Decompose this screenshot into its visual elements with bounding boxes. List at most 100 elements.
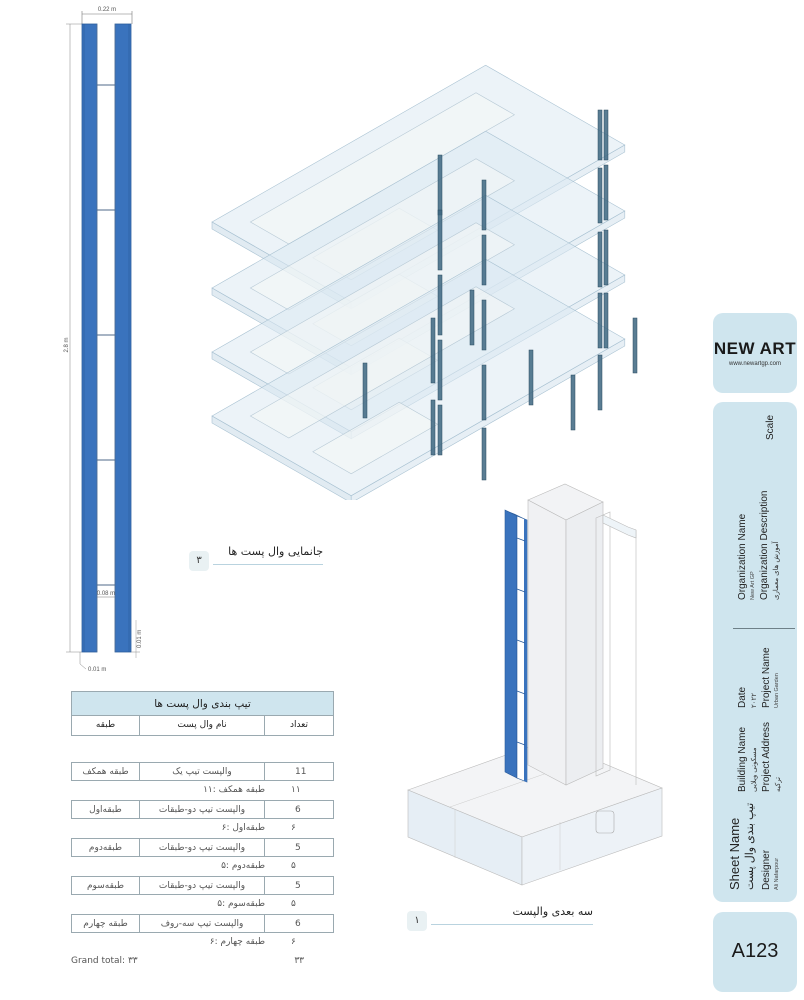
title-block-divider xyxy=(733,628,795,629)
cell-name: والپست تیپ دو-طبقات xyxy=(139,839,264,856)
header-count: تعداد xyxy=(264,716,333,735)
wallposts xyxy=(362,109,638,481)
wallpost xyxy=(430,317,436,384)
building-name-label: Building Name xyxy=(737,726,748,792)
wallpost xyxy=(603,109,609,161)
web-divider xyxy=(516,690,526,695)
subtotal-value: ۶ xyxy=(291,823,296,833)
floor-slabs xyxy=(211,64,626,500)
wallpost xyxy=(437,274,443,336)
cell-floor: طبقه چهارم xyxy=(83,919,128,929)
right-flange xyxy=(114,23,132,653)
project-info-card: Scale Organization Name New Art GP Organ… xyxy=(713,402,797,902)
slab-void xyxy=(249,158,516,311)
wallpost xyxy=(481,364,487,421)
sheet-number-card: A123 xyxy=(713,912,797,992)
project-name-label: Project Name xyxy=(761,647,772,708)
web-divider xyxy=(516,639,526,644)
cell-count: 6 xyxy=(264,801,333,818)
date-value: ۲۰۲۲ xyxy=(751,692,758,708)
designer-label: Designer xyxy=(761,849,772,890)
wallpost xyxy=(603,292,609,349)
subtotal-value: ۱۱ xyxy=(291,785,301,795)
organization-name-label: Organization Name xyxy=(737,513,748,600)
caption-underline xyxy=(213,564,323,565)
side-offset-label: 0.01 m xyxy=(137,630,143,648)
subtotal-label: طبقه چهارم :۶ xyxy=(209,937,265,947)
wallpost xyxy=(597,231,603,288)
project-address-label: Project Address xyxy=(761,721,772,792)
view-number-badge: ۳ xyxy=(189,551,209,571)
schedule-subtotal-row: ۱۱ طبقه همکف :۱۱ xyxy=(71,781,334,800)
cell-floor: طبقه‌دوم xyxy=(88,843,123,853)
base-slab-side xyxy=(521,787,663,886)
subtotal-value: ۵ xyxy=(291,899,296,909)
wallpost xyxy=(481,179,487,231)
date-label: Date xyxy=(737,686,748,708)
logo-card: NEW ART www.newartgp.com xyxy=(713,313,797,393)
building-name-value: مسکونی ویلایی xyxy=(751,747,758,793)
cell-name: والپست تیپ سه-روف xyxy=(139,915,264,932)
sheet-number: A123 xyxy=(731,940,779,962)
bottom-offset-label: 0.01 m xyxy=(88,667,106,673)
wallpost xyxy=(481,234,487,286)
column-face-left xyxy=(527,499,567,786)
caption-underline xyxy=(431,924,593,925)
subtotal-label: طبقه‌دوم :۵ xyxy=(221,861,265,871)
glazing-frame xyxy=(595,511,611,777)
scale-label: Scale xyxy=(765,414,776,440)
column-face-right xyxy=(565,501,604,786)
organization-description-label: Organization Description xyxy=(759,490,770,601)
organization-description-value: آموزش های معماری xyxy=(773,541,780,600)
schedule-subtotal-row: ۵ طبقه‌دوم :۵ xyxy=(71,857,334,876)
organization-name-value: New Art GP xyxy=(750,571,756,600)
web-divider xyxy=(516,741,526,746)
subtotal-label: طبقه‌اول :۶ xyxy=(221,823,265,833)
wallpost xyxy=(437,404,443,456)
wallpost xyxy=(597,167,603,224)
wallpost xyxy=(430,399,436,456)
subtotal-value: ۵ xyxy=(291,861,296,871)
slab-void xyxy=(249,92,516,245)
wallpost xyxy=(597,292,603,349)
wallpost xyxy=(528,349,534,406)
wallpost xyxy=(362,362,368,419)
wallpost-axonometric-detail xyxy=(407,483,663,886)
wallpost-flange-front xyxy=(504,509,518,779)
view-number-badge: ۱ xyxy=(407,911,427,931)
slab-void xyxy=(249,222,516,375)
logo-wordmark: NEW ART xyxy=(713,339,797,358)
wallpost xyxy=(603,164,609,221)
cell-count: 6 xyxy=(264,915,333,932)
door-opening xyxy=(595,810,615,834)
cell-name: والپست تیپ دو-طبقات xyxy=(139,877,264,894)
web-divider xyxy=(516,537,526,542)
sheet-name-value: تیپ بندی وال پست xyxy=(744,802,756,890)
wallpost xyxy=(603,229,609,286)
grand-total-label: Grand total: ۳۳ xyxy=(71,956,138,966)
wallpost-flange-back xyxy=(524,519,527,782)
wallpost xyxy=(469,289,475,346)
cell-count: 5 xyxy=(264,839,333,856)
web-divider xyxy=(516,588,526,593)
sheet-name-label: Sheet Name xyxy=(727,817,742,890)
subtotal-label: طبقه همکف :۱۱ xyxy=(203,785,265,795)
project-address-value: ترکیه xyxy=(775,776,782,792)
wallpost xyxy=(570,374,576,431)
cell-floor: طبقه همکف xyxy=(82,767,129,777)
logo-url: www.newartgp.com xyxy=(728,361,782,367)
slab-void xyxy=(312,401,439,475)
wallpost xyxy=(437,209,443,271)
wallpost xyxy=(632,317,638,374)
wallpost xyxy=(597,109,603,161)
schedule-title: تیپ بندی وال پست ها xyxy=(71,691,334,716)
slab-edge xyxy=(211,415,352,500)
cell-floor: طبقه‌اول xyxy=(89,805,122,815)
grand-total-value: ۳۳ xyxy=(294,956,304,966)
wallpost xyxy=(597,354,603,411)
